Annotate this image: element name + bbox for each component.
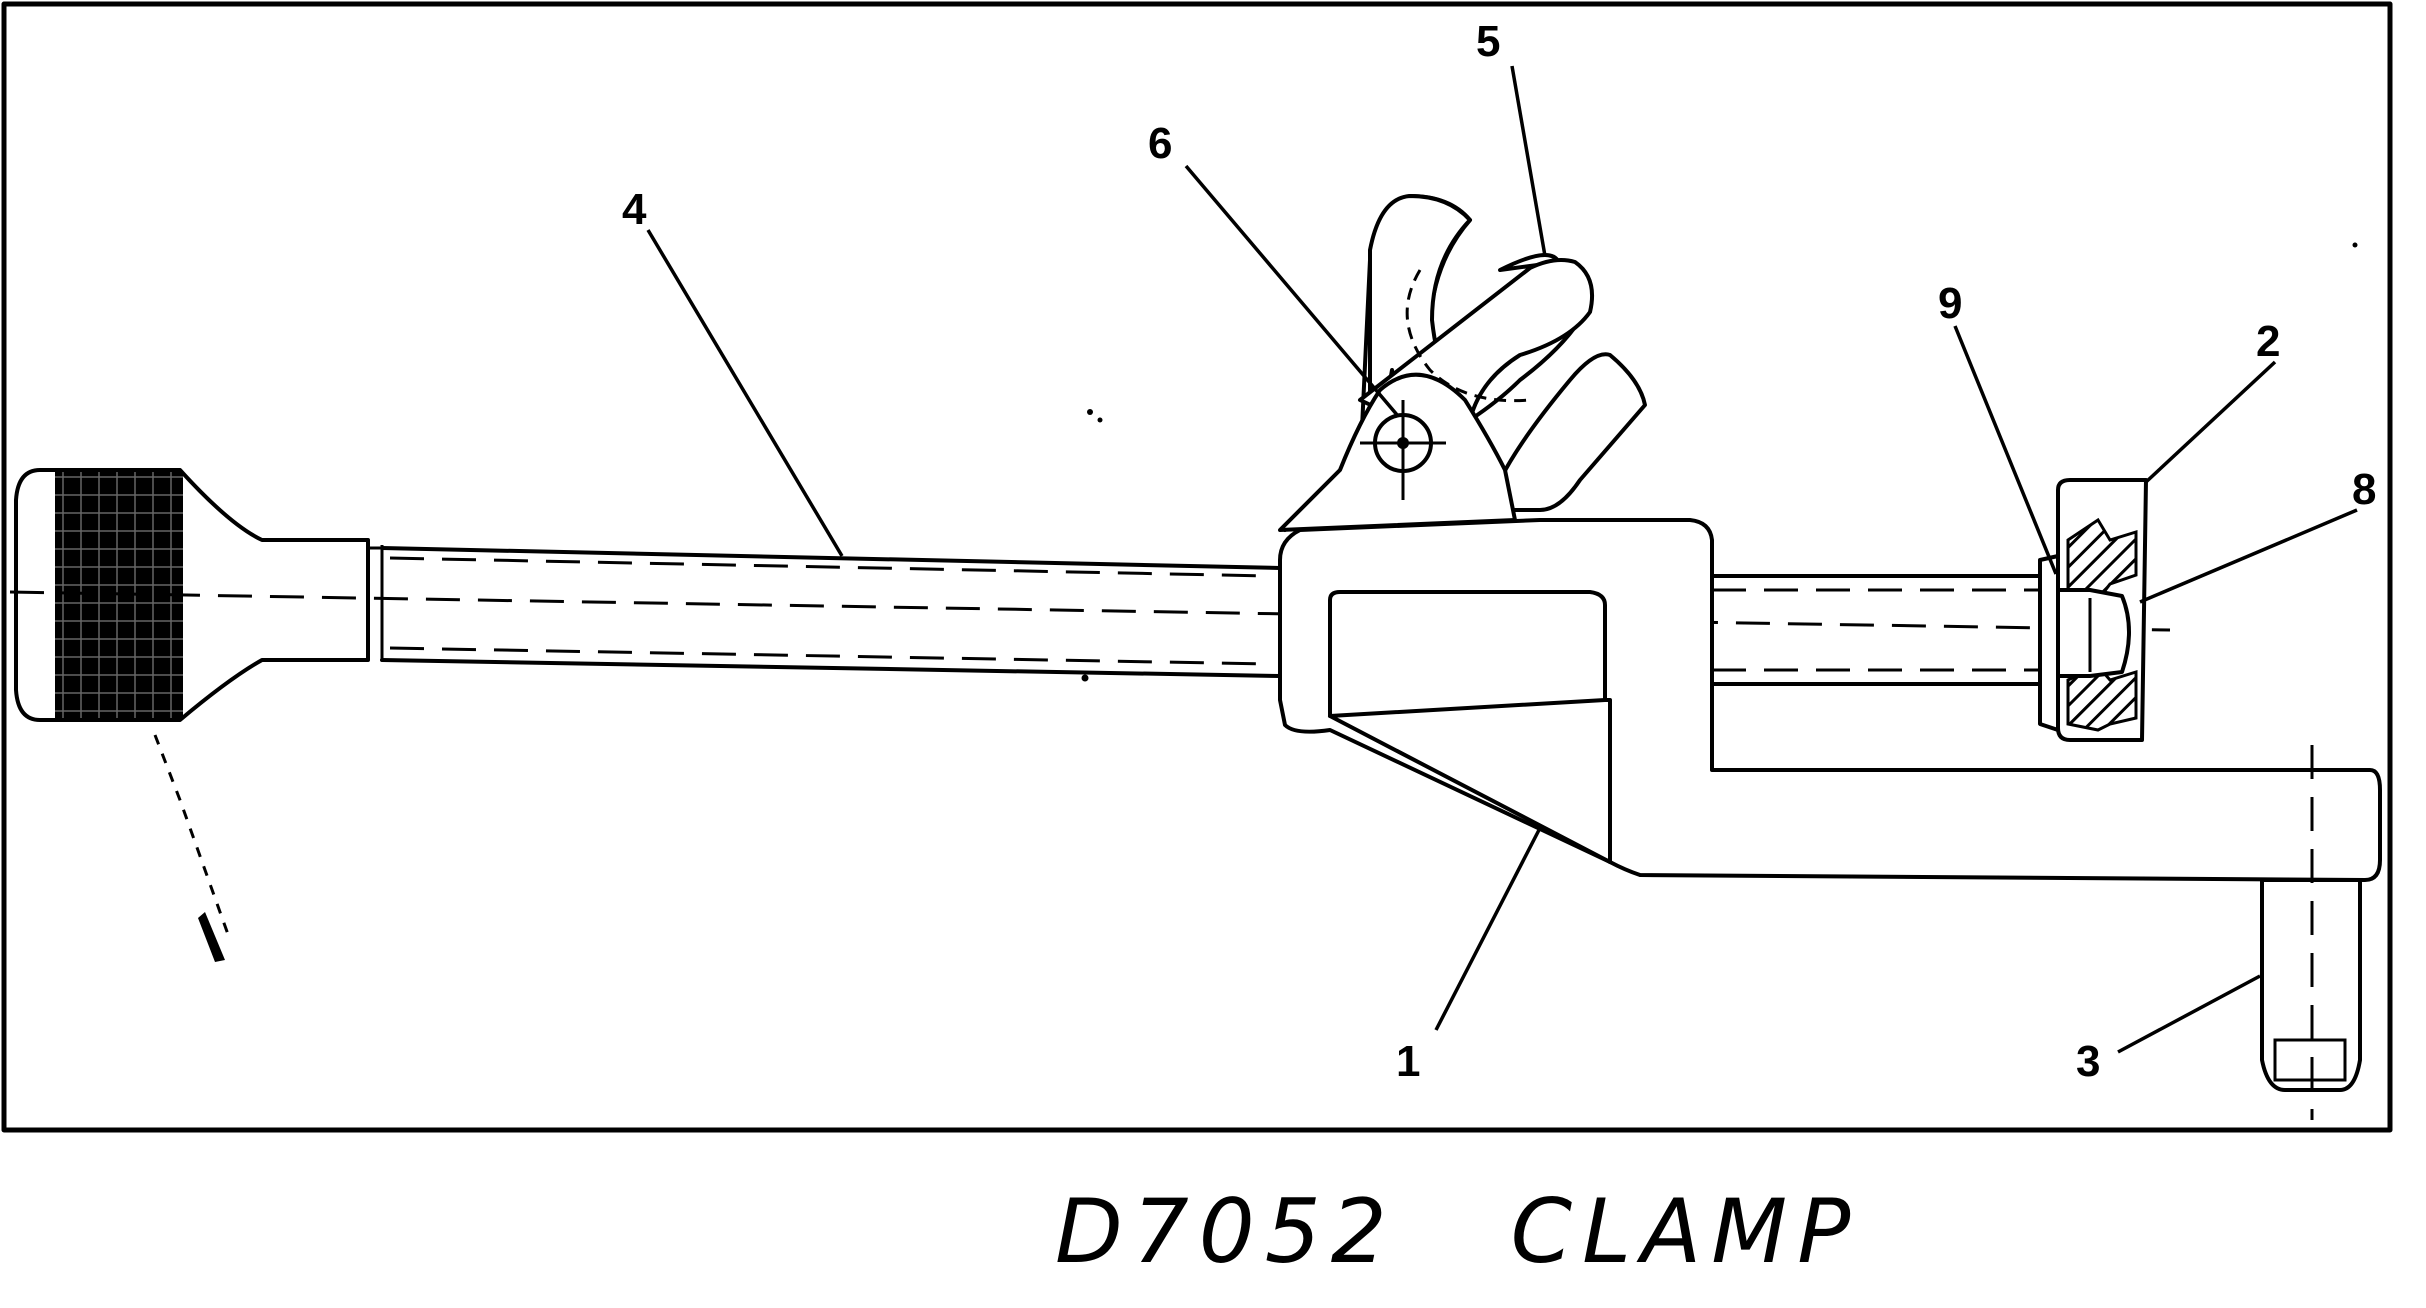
pivot-pin [1360, 400, 1446, 500]
callout-label: 3 [2076, 1037, 2100, 1086]
drawing-caption: D7052 CLAMP [1055, 1180, 1860, 1283]
shaft-right-segment [1319, 574, 2171, 686]
callout-label: 8 [2352, 465, 2376, 514]
clamp-lever [1278, 194, 1647, 532]
callout-label: 5 [1476, 17, 1500, 66]
callout-label: 2 [2256, 317, 2280, 366]
shaft [9, 546, 1291, 678]
nut-assembly [2038, 478, 2148, 742]
callout-label: 1 [1396, 1037, 1420, 1086]
clamp-foot [2260, 745, 2362, 1120]
callout-label: 4 [622, 185, 647, 234]
callout-label: 6 [1148, 119, 1172, 168]
leader-lines [646, 65, 2358, 1054]
drawing-frame [1, 1, 2393, 1133]
scan-marks [153, 242, 2358, 962]
callout-label: 9 [1938, 279, 1962, 328]
